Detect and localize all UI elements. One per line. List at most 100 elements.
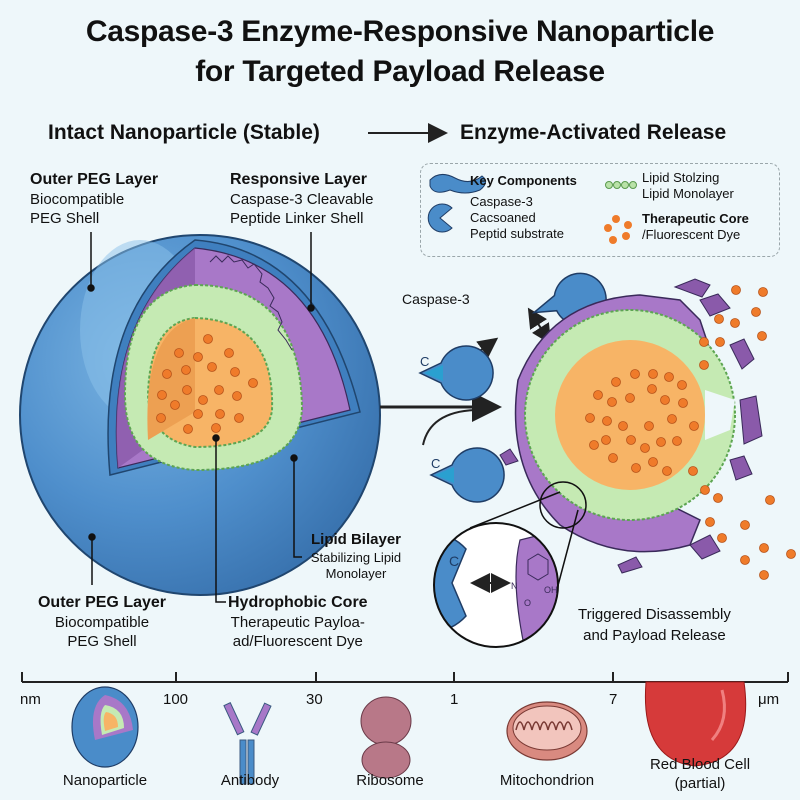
enzyme-approach-curve: [422, 409, 476, 446]
dye-dot: [644, 421, 654, 431]
dye-dot: [589, 440, 599, 450]
inset-atom-o: O: [524, 598, 531, 608]
legend-dye-icon: [604, 215, 632, 244]
scale-label-nanoparticle: Nanoparticle: [62, 772, 148, 789]
zoom-inset: [433, 522, 559, 648]
subtitle-intact: Intact Nanoparticle (Stable): [48, 121, 320, 144]
dye-dot: [786, 549, 796, 559]
inset-source-circle: [539, 481, 587, 529]
dye-dot: [689, 421, 699, 431]
core-exposed: [555, 340, 705, 490]
scale-label-ribosome: Ribosome: [356, 772, 424, 789]
core-shade: [147, 318, 195, 440]
dye-dot: [700, 485, 710, 495]
subtitle-release: Enzyme-Activated Release: [460, 121, 727, 144]
dye-dot: [751, 307, 761, 317]
scale-nanoparticle-icon: [71, 686, 139, 768]
dye-dot: [182, 385, 192, 395]
scale-ribosome-icon: [360, 696, 412, 779]
dye-dot: [611, 377, 621, 387]
core-dye-dots: [156, 334, 258, 434]
dye-dot: [699, 337, 709, 347]
dye-dot: [234, 413, 244, 423]
inset-atom-oh: OH: [544, 585, 558, 595]
dye-dot: [211, 423, 221, 433]
release-caption: Triggered Disassembly and Payload Releas…: [578, 606, 731, 644]
dye-dot: [740, 555, 750, 565]
dye-dot: [156, 413, 166, 423]
dye-dot: [765, 495, 775, 505]
scale-bar: [21, 672, 789, 683]
scale-antibody-icon: [223, 702, 272, 785]
caspase-enzyme-2: [418, 345, 494, 401]
dye-dot: [656, 437, 666, 447]
dye-dot: [759, 570, 769, 580]
shell-shards: [499, 278, 763, 574]
label-hydrophobic-core: Hydrophobic Core Therapeutic Payloa- ad/…: [228, 594, 368, 650]
dye-dot: [699, 360, 709, 370]
scale-tick-100: 100: [163, 691, 189, 708]
title-line-1: Caspase-3 Enzyme-Responsive Nanoparticle: [85, 15, 715, 48]
dye-dot: [232, 391, 242, 401]
dye-dot: [193, 409, 203, 419]
dye-dot: [601, 435, 611, 445]
inset-leader-2: [555, 509, 579, 594]
dye-dot: [664, 372, 674, 382]
dye-dot: [607, 397, 617, 407]
dye-dot: [625, 393, 635, 403]
page-title: Caspase-3 Enzyme-Responsive Nanoparticle…: [0, 12, 800, 92]
legend-core-text: Therapeutic Core /Fluorescent Dye: [642, 211, 749, 242]
dye-dot: [170, 400, 180, 410]
legend-lipid-icon: [605, 181, 637, 189]
dye-dot: [203, 334, 213, 344]
caspase-3-label: Caspase-3: [402, 291, 470, 307]
dye-dot: [713, 493, 723, 503]
dye-dot: [608, 453, 618, 463]
dye-dot: [667, 414, 677, 424]
scale-label-mitochondrion: Mitochondrion: [499, 772, 595, 789]
scale-mitochondrion-icon: [506, 701, 588, 761]
disassembling-nanoparticle: [499, 278, 796, 580]
legend-blob-icon: [429, 174, 486, 194]
title-line-2: for Targeted Payload Release: [195, 55, 605, 88]
dye-dot: [157, 390, 167, 400]
dye-dot: [181, 365, 191, 375]
label-lipid-bilayer: Lipid Bilayer Stabilizing Lipid Monolaye…: [310, 531, 402, 581]
dye-dot: [162, 369, 172, 379]
dye-dot: [660, 395, 670, 405]
dye-dot: [207, 362, 217, 372]
dye-dot: [705, 517, 715, 527]
bilayer-gap: [705, 390, 735, 440]
dye-dot: [717, 533, 727, 543]
dye-dot: [662, 466, 672, 476]
inset-atom-n: N: [511, 581, 518, 591]
dye-dot: [640, 443, 650, 453]
dye-dot: [714, 314, 724, 324]
legend-box: [420, 163, 780, 257]
dye-dot: [715, 337, 725, 347]
dye-dot: [214, 385, 224, 395]
dye-dot: [648, 369, 658, 379]
dye-dot: [215, 409, 225, 419]
dye-dot: [677, 380, 687, 390]
caspase-enzyme-3: [429, 447, 505, 503]
intact-nanoparticle: [19, 234, 381, 596]
dye-dot: [183, 424, 193, 434]
legend-lipid-text: Lipid Stolzing Lipid Monolayer: [642, 170, 734, 201]
dye-dot: [759, 543, 769, 553]
dye-dot: [648, 457, 658, 467]
dye-dot: [672, 436, 682, 446]
dye-dot: [647, 384, 657, 394]
inset-leader-1: [469, 491, 561, 529]
legend-caspase-text: Caspase-3 Cacsoaned Peptid substrate: [470, 194, 564, 241]
label-responsive-layer: Responsive Layer Caspase-3 Cleavable Pep…: [230, 171, 374, 227]
dye-dot: [630, 369, 640, 379]
dye-dot: [193, 352, 203, 362]
dye-dot: [248, 378, 258, 388]
dye-dot: [198, 395, 208, 405]
dye-dot: [730, 318, 740, 328]
dye-dot: [740, 520, 750, 530]
scale-tick-7: 7: [609, 691, 618, 708]
label-outer-peg-top: Outer PEG Layer Biocompatible PEG Shell: [30, 171, 159, 227]
